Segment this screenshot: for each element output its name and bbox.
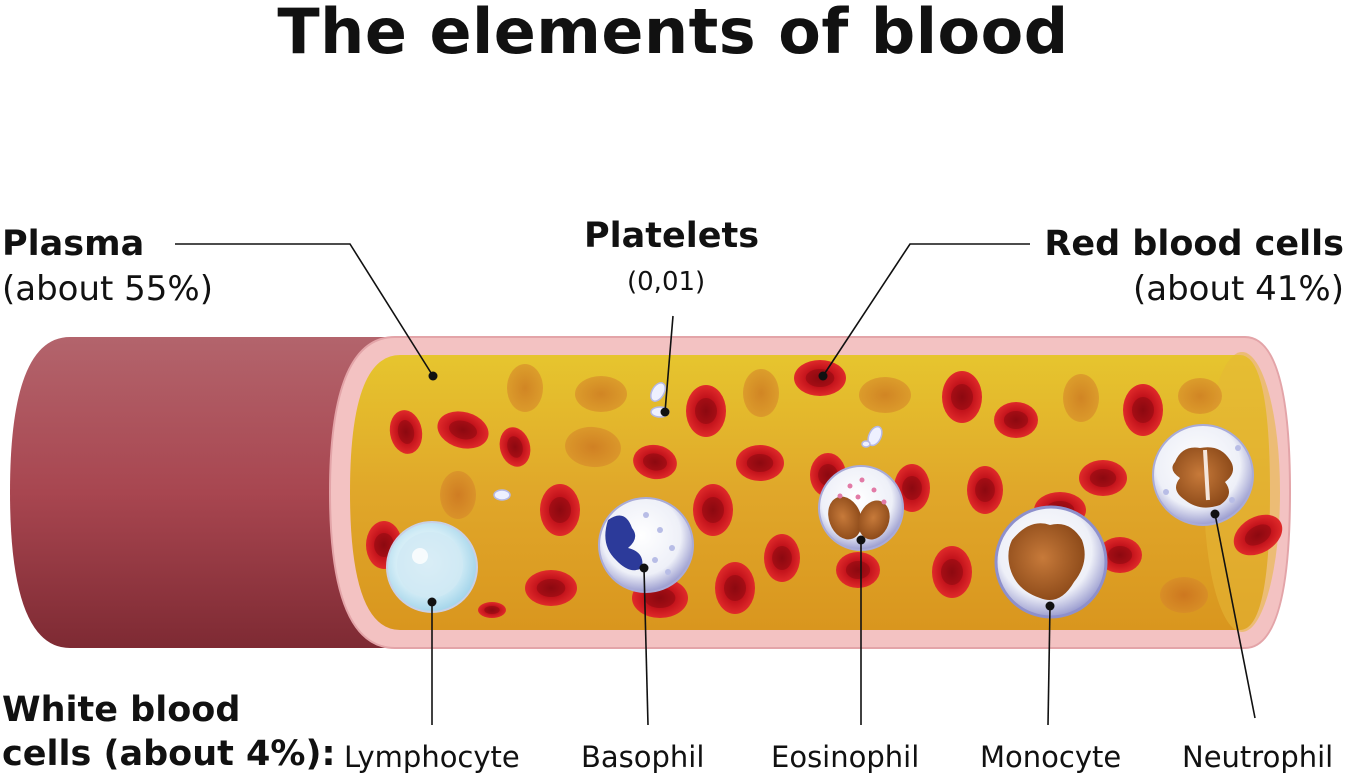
plasma-leader-line [175,243,434,377]
lymphocyte-label: Lymphocyte [344,740,520,774]
page-title: The elements of blood [277,0,1069,68]
red-blood-cell [1160,577,1208,613]
neutrophil-label: Neutrophil [1182,740,1334,774]
monocyte-label: Monocyte [980,740,1122,774]
monocyte-leader-line [1047,605,1051,726]
white-blood-cells-label-line2: cells (about 4%): [2,734,336,774]
red-blood-cell [507,364,543,412]
red-blood-cell [440,471,476,519]
red-blood-cell [859,377,911,413]
red-blood-cell [743,369,779,417]
red-blood-cell [575,376,627,412]
red-blood-cell [1098,537,1142,573]
platelet [650,382,666,402]
red-blood-cell [565,426,621,468]
platelets-leader-line [664,315,674,413]
red-blood-cell [525,570,577,606]
red-blood-cell [932,546,972,598]
basophil-leader-line [643,567,649,726]
red-blood-cell [942,371,982,423]
basophil-pointer-dot [639,563,649,573]
basophil-label: Basophil [581,740,705,774]
red-blood-cell [478,602,506,618]
red-blood-cell [715,562,755,614]
red-blood-cell [437,411,489,449]
red-blood-cell [499,427,531,467]
red-cells-leader-line [822,243,1030,377]
red-blood-cell [1233,514,1283,556]
red-cells-pointer-dot [818,371,828,381]
red-blood-cell [1123,384,1163,436]
eosinophil-pointer-dot [856,535,866,545]
red-blood-cell [836,552,880,588]
basophil-cell [598,497,694,593]
red-blood-cell [736,445,784,481]
monocyte-cell [994,505,1108,619]
eosinophil-label: Eosinophil [771,740,920,774]
platelet [867,425,883,447]
platelet [861,440,871,448]
platelets-value: (0,01) [627,267,706,297]
plasma-label: Plasma [2,224,145,264]
white-blood-cells-label-line1: White blood [2,690,241,730]
monocyte-pointer-dot [1045,601,1055,611]
plasma-percentage: (about 55%) [2,269,214,309]
red-blood-cell [1079,460,1127,496]
neutrophil-pointer-dot [1210,509,1220,519]
red-blood-cell [389,410,423,454]
red-blood-cell [540,484,580,536]
platelets-label: Platelets [584,216,760,256]
red-blood-cell [1178,378,1222,414]
red-blood-cell [994,402,1038,438]
leader-lines [175,243,1256,726]
red-blood-cell [693,484,733,536]
neutrophil-leader-line [1214,513,1256,719]
eosinophil-cell [818,465,904,551]
plasma-pointer-dot [428,371,438,381]
lymphocyte-pointer-dot [427,597,437,607]
red-blood-cell [967,466,1003,514]
neutrophil-cell [1152,424,1254,526]
platelets-pointer-dot [660,407,670,417]
red-blood-cells-label: Red blood cells [1044,224,1344,264]
platelet [493,489,511,501]
red-blood-cell [633,444,677,480]
red-blood-cell [764,534,800,582]
red-blood-cell [686,385,726,437]
lymphocyte-cell [386,521,478,613]
red-blood-cells-percentage: (about 41%) [1132,269,1344,309]
red-blood-cell [1063,374,1099,422]
